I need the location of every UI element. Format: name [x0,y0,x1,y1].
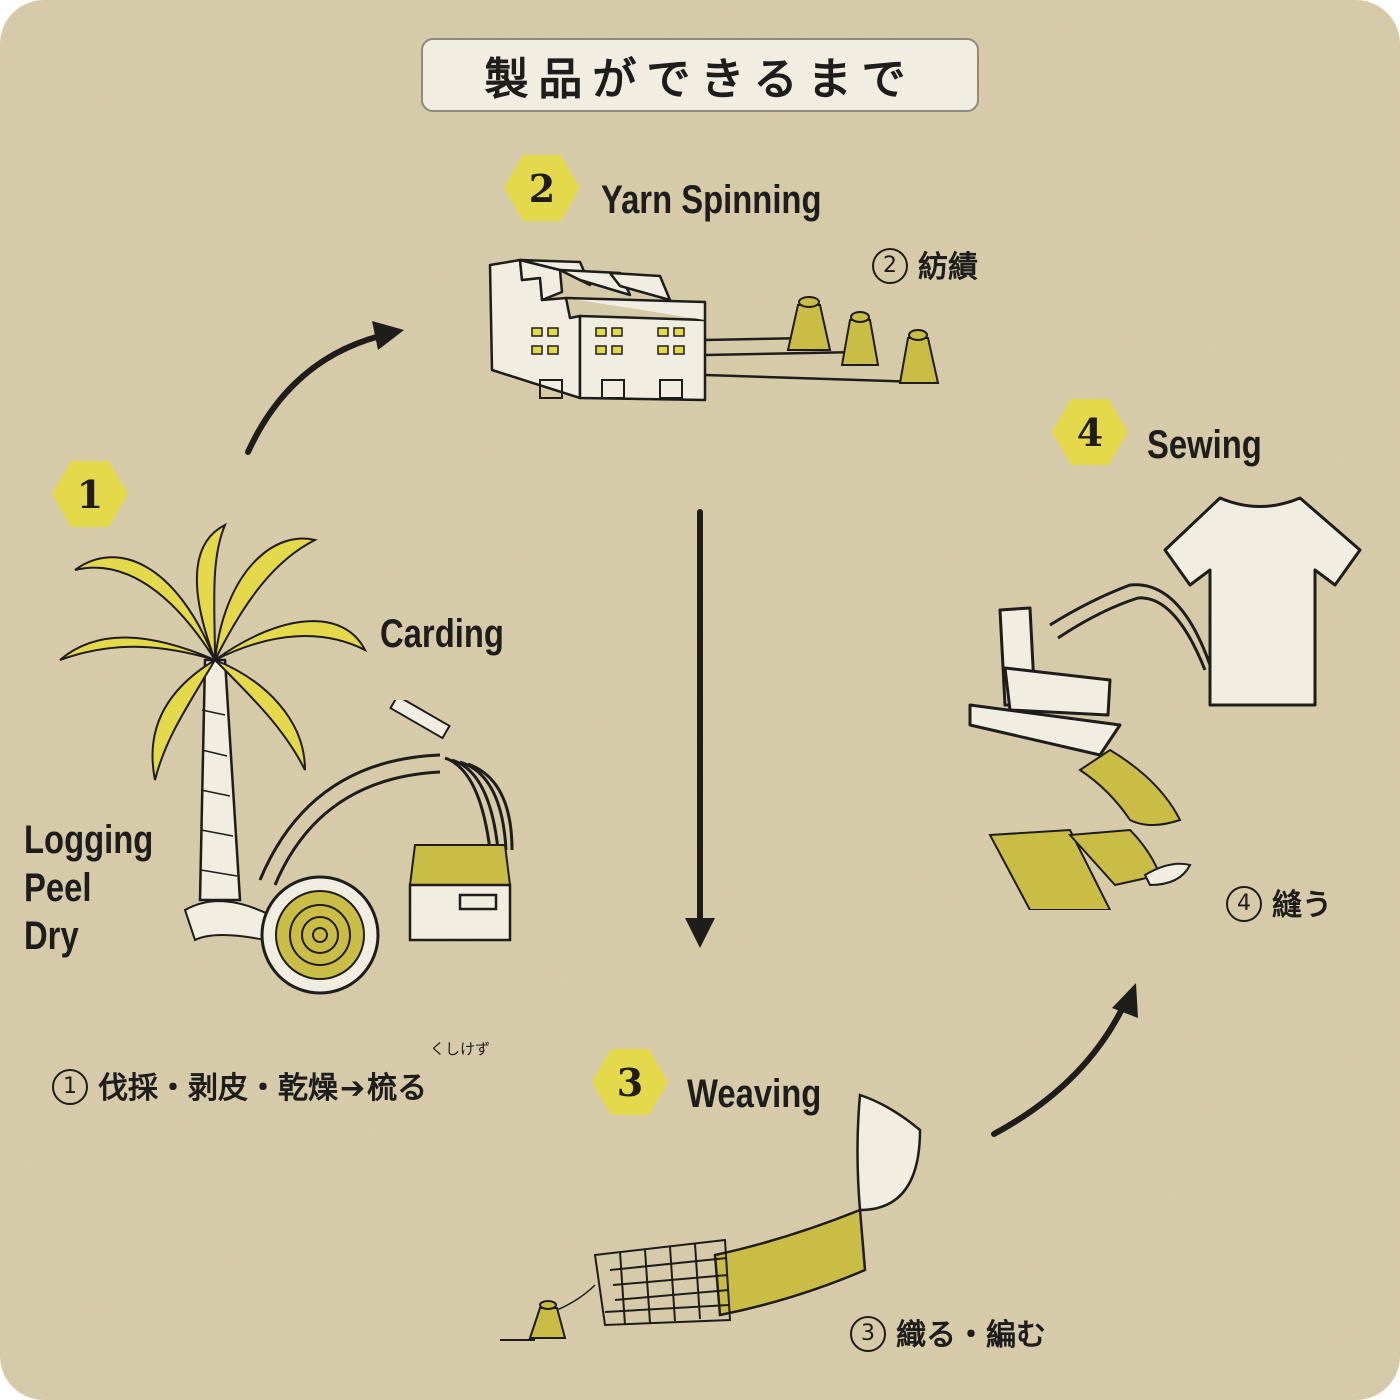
arrow-3-to-4 [994,1005,1124,1134]
factory-illustration [480,240,960,440]
carding-illustration [240,700,520,1060]
weave-spool-icon [530,1301,565,1338]
sewing-illustration [960,490,1380,910]
arrow-1-to-2 [248,336,380,452]
weave-grid [595,1240,730,1325]
weaving-illustration [495,1090,935,1370]
spool-icons [788,297,938,383]
tshirt-icon [1165,498,1360,705]
